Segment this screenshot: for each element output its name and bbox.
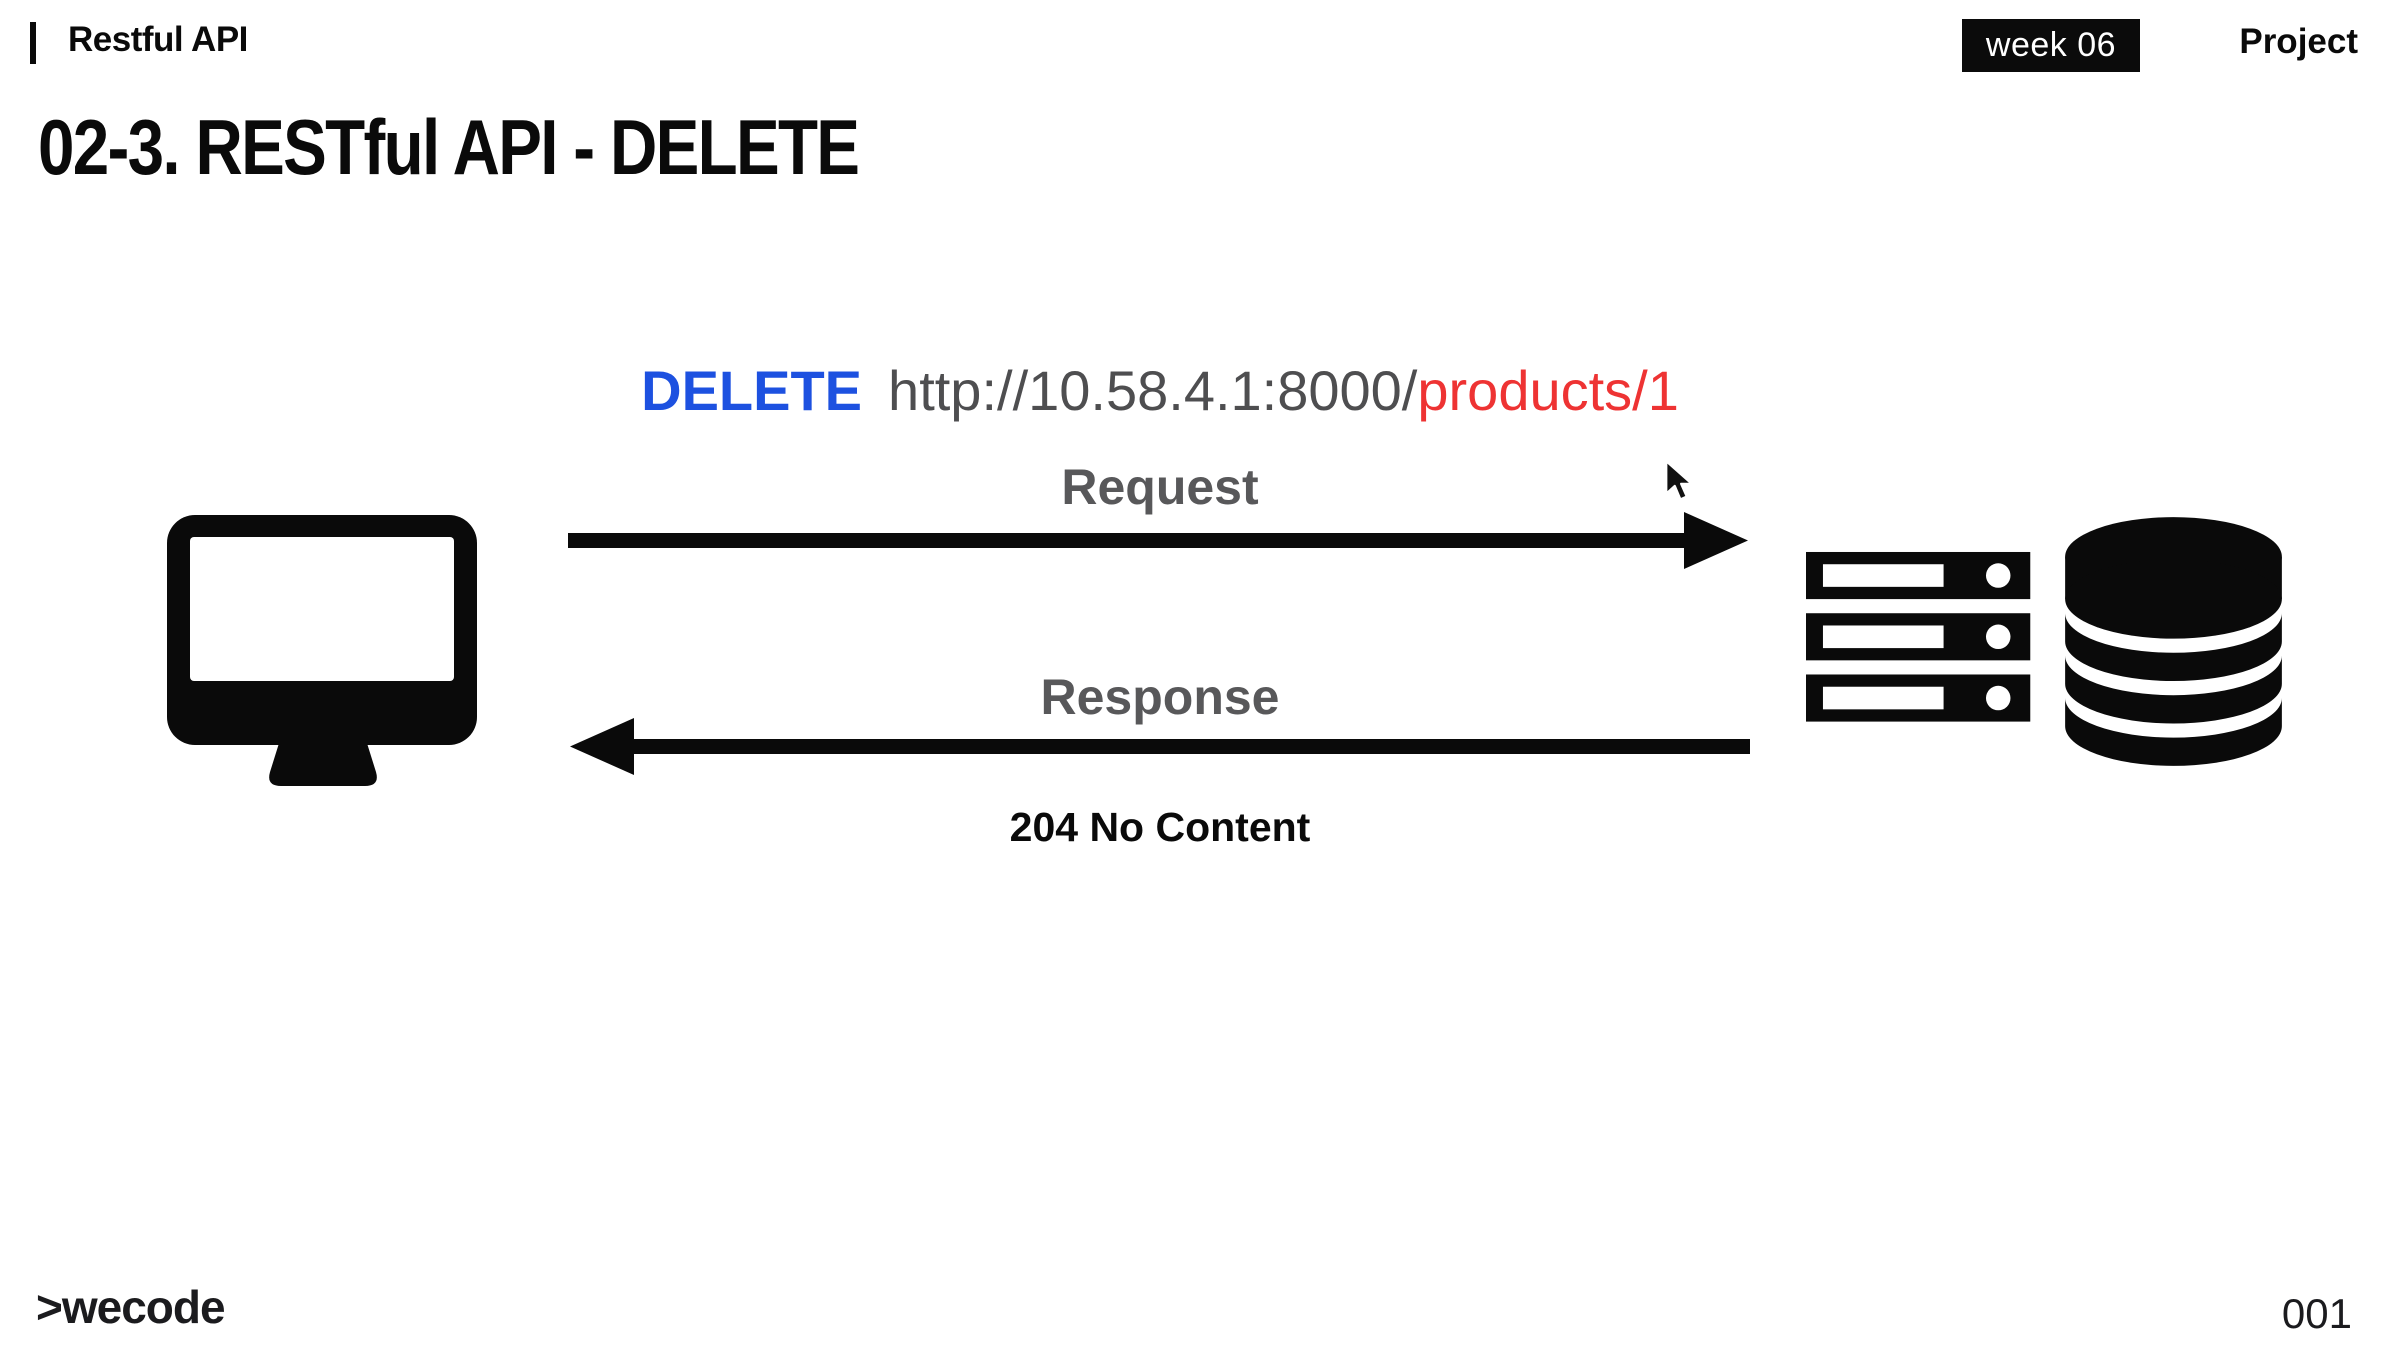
server-rack-database-icon (1806, 517, 2282, 766)
request-url-resource: products/1 (1417, 359, 1679, 422)
response-status: 204 No Content (1009, 804, 1311, 850)
week-badge-label: week 06 (1985, 26, 2117, 64)
deck-title: Restful API (68, 20, 248, 59)
mouse-cursor-arrow-icon (1665, 460, 1693, 501)
week-badge: week 06 (1962, 19, 2140, 72)
page-title: 02-3. RESTful API - DELETE (38, 103, 860, 191)
request-url-base: http://10.58.4.1:8000/ (888, 359, 1418, 422)
page-number: 001 (2281, 1290, 2352, 1337)
request-url-line: DELETE http://10.58.4.1:8000/products/1 (570, 358, 1750, 423)
header-accent-bar (30, 22, 36, 64)
response-arrow-label: Response (1040, 669, 1280, 725)
request-arrow-label: Request (1061, 459, 1259, 515)
desktop-computer-icon (167, 515, 477, 786)
http-method: DELETE (641, 359, 863, 422)
wecode-logo: >wecode (36, 1281, 226, 1333)
project-label: Project (2239, 22, 2358, 61)
response-arrow-icon (570, 718, 1750, 775)
request-arrow-icon (568, 512, 1748, 569)
